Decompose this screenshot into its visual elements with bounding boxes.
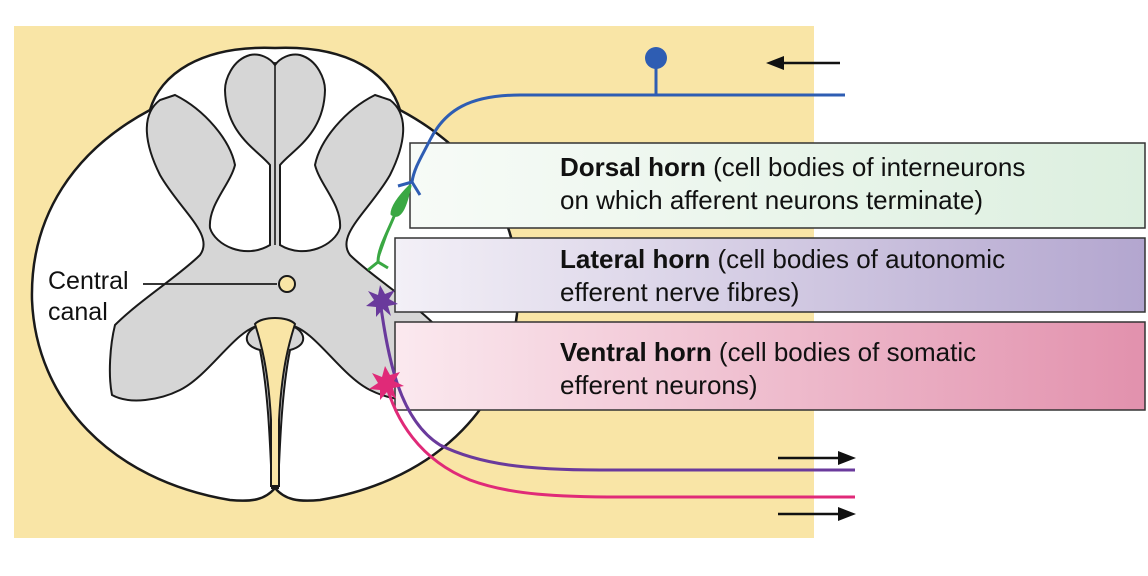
ventral-horn-label: Ventral horn (cell bodies of somatic eff… [560,336,1145,402]
arrow-right-icon [778,507,856,521]
central-canal-label: Central canal [48,266,129,328]
somatic-efferent-axon [383,379,855,499]
lateral-horn-description-line2: efferent nerve fibres) [560,277,800,307]
autonomic-efferent-axon [378,299,855,472]
afferent-neuron-axon [410,93,845,183]
arrow-right-icon [778,451,856,465]
ventral-median-fissure [253,317,297,487]
central-canal-label-line2: canal [48,298,108,326]
lateral-horn-label: Lateral horn (cell bodies of autonomic e… [560,243,1145,309]
dorsal-horn-box [409,142,1146,229]
central-canal [278,275,296,293]
ventral-horn-box [394,321,1146,411]
autonomic-neuron-cell-body [366,285,398,317]
dorsal-horn-description-line2: on which afferent neurons terminate) [560,185,983,215]
grey-matter [108,53,442,489]
central-canal-label-line1: Central [48,267,129,295]
lateral-horn-title: Lateral horn [560,244,711,274]
dorsal-horn-title: Dorsal horn [560,152,706,182]
afferent-neuron-cell-body [645,47,667,69]
ventral-horn-title: Ventral horn [560,337,712,367]
somatic-neuron-cell-body [369,366,404,400]
lateral-horn-box [394,237,1146,313]
arrow-left-icon [766,56,840,70]
ventral-horn-description-line2: efferent neurons) [560,370,758,400]
dorsal-horn-description: (cell bodies of interneurons [705,152,1026,182]
lateral-horn-description: (cell bodies of autonomic [710,244,1006,274]
interneuron [367,184,412,272]
ventral-horn-description: (cell bodies of somatic [711,337,977,367]
afferent-neuron-terminal [397,180,422,196]
dorsal-horn-label: Dorsal horn (cell bodies of interneurons… [560,151,1145,217]
